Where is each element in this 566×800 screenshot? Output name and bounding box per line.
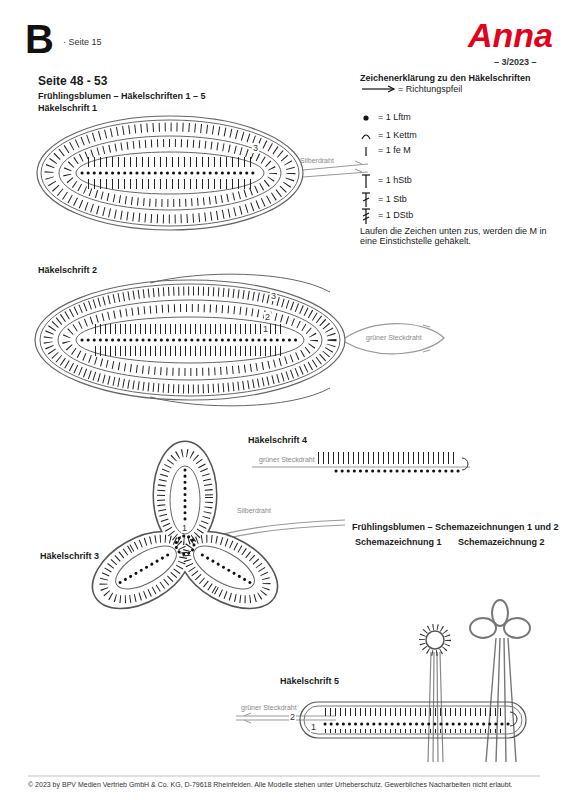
green-wire (236, 716, 336, 720)
round-number: 2 (264, 312, 271, 322)
stitch-row (95, 346, 285, 356)
subtitle: Frühlingsblumen – Häkelschriften 1 – 5 (38, 91, 206, 101)
chart-heading: Häkelschrift 1 (38, 103, 97, 113)
scheme-label: Schemazeichnung 2 (458, 537, 545, 547)
legend-entry: = 1 Stb (378, 194, 407, 204)
stitch-ring (48, 291, 332, 389)
round-guide (76, 317, 304, 363)
direction-arrow (423, 325, 430, 352)
scheme-label: Schemazeichnung 1 (355, 537, 442, 547)
stitch-ring (49, 127, 291, 219)
wire-label: grüner Steckdraht (365, 334, 423, 342)
green-wire (345, 324, 444, 354)
round-number: 1 (181, 523, 188, 533)
round-guide (76, 152, 264, 194)
stitch-ring (67, 143, 273, 203)
chart-heading: Häkelschrift 3 (40, 551, 99, 561)
chart-5 (236, 702, 526, 738)
legend-entry: = 1 fe M (378, 145, 411, 155)
chart-1 (37, 116, 368, 230)
round-number: 3 (252, 143, 259, 153)
stitch-row (95, 324, 285, 334)
trefoil-outline (80, 442, 289, 623)
legend-heading: Zeichenerklärung zu den Häkelschriften (360, 73, 531, 83)
scheme-1 (422, 627, 448, 762)
round-guide (59, 136, 281, 210)
legend-entry: = Richtungspfeil (398, 84, 462, 94)
chart-heading: Häkelschrift 4 (248, 435, 307, 445)
chain-row (82, 339, 300, 342)
round-guide (41, 120, 299, 226)
wire-label: Silberdraht (300, 157, 334, 165)
round-number: 1 (310, 722, 317, 732)
chain-row (336, 470, 462, 473)
stitch-row (88, 157, 252, 167)
round-number: 1 (262, 324, 269, 334)
green-wire (252, 466, 470, 467)
direction-arrow (355, 161, 362, 172)
wire-label: grüner Steckdraht (258, 456, 316, 464)
scheme-heading: Frühlingsblumen – Schemazeichnungen 1 un… (352, 522, 559, 532)
round-number: 3 (270, 291, 277, 301)
stitch-row (318, 452, 458, 464)
issue-number: – 3/2023 – (494, 57, 537, 67)
turning-arc (462, 458, 468, 470)
legend-entry: = 1 hStb (378, 175, 412, 185)
legend-entry: = 1 Kettm (378, 130, 417, 140)
lobe-stitches (93, 453, 276, 612)
magazine-logo: Anna (468, 16, 553, 55)
legend-entry: = 1 DStb (378, 210, 413, 220)
round-number: 2 (289, 712, 296, 722)
stitch-ring (66, 308, 314, 372)
wire-label: grüner Steckdraht (240, 704, 298, 712)
page-number: · Seite 15 (63, 37, 102, 47)
chart-heading: Häkelschrift 5 (280, 676, 339, 686)
round-guide (35, 280, 345, 400)
direction-arrow (244, 713, 251, 723)
round-guide (40, 284, 340, 396)
chart-2 (35, 274, 444, 406)
copyright-note: © 2023 by BPV Medien Vertrieb GmbH & Co.… (28, 781, 548, 789)
wire-label: Silberdraht (236, 507, 272, 515)
page-title: Seite 48 - 53 (38, 75, 107, 89)
legend-entry: = 1 Lftm (378, 112, 411, 122)
chain-row (82, 172, 258, 175)
stitch-row (88, 179, 252, 189)
chart-3 (80, 442, 345, 623)
footer-rule (28, 776, 540, 777)
page-letter: B (25, 16, 54, 62)
legend-note: Laufen die Zeichen unten zus, werden die… (360, 226, 552, 247)
round-guide (37, 116, 303, 230)
chart-heading: Häkelschrift 2 (38, 265, 97, 275)
round-guide (58, 300, 322, 380)
